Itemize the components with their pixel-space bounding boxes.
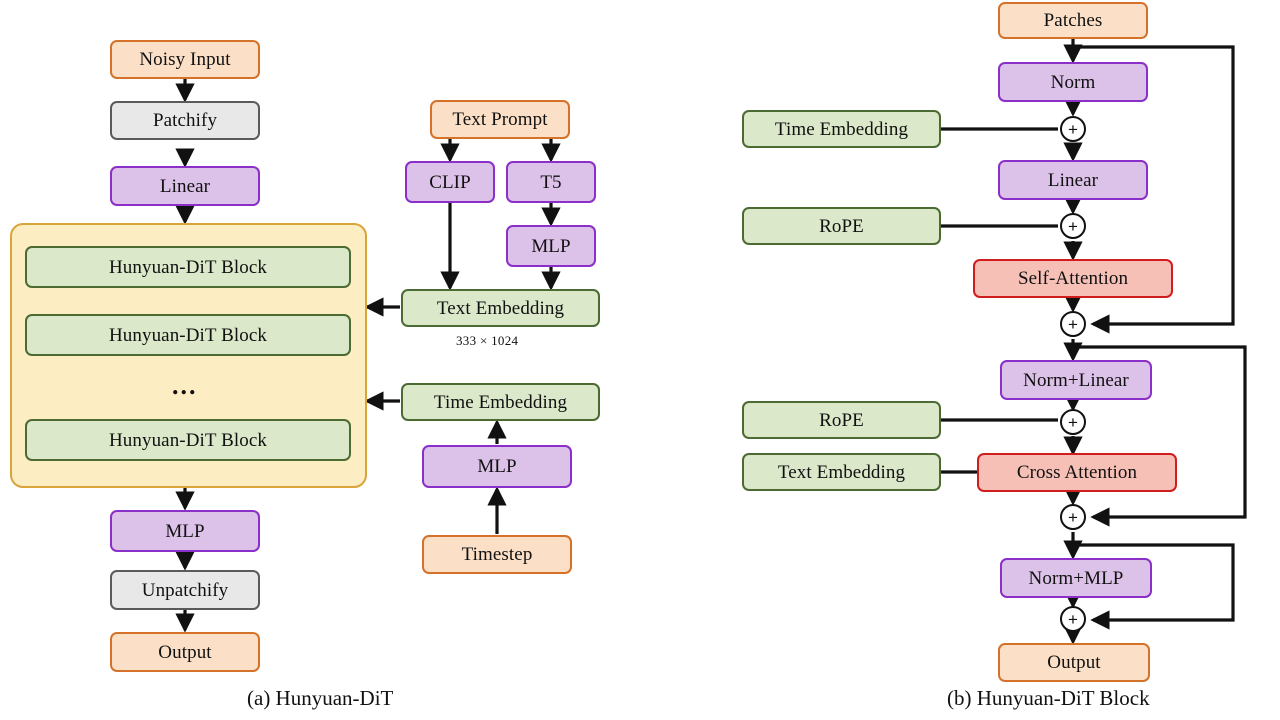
node-label: Norm	[1050, 71, 1096, 93]
node-patchify[interactable]: Patchify	[110, 101, 260, 140]
node-norm[interactable]: Norm	[998, 62, 1148, 102]
node-mlp-text[interactable]: MLP	[506, 225, 596, 267]
node-hunyuan-dit-block-n[interactable]: Hunyuan-DiT Block	[25, 419, 351, 461]
text-embedding-dimensions: 333 × 1024	[456, 333, 518, 349]
node-label: Self-Attention	[1017, 268, 1129, 289]
residual-add-3: +	[1060, 311, 1086, 337]
node-self-attention[interactable]: Self-Attention	[973, 259, 1173, 298]
node-norm-linear[interactable]: Norm+Linear	[1000, 360, 1152, 400]
dims-label: 333 × 1024	[456, 333, 519, 348]
node-text-embedding-b[interactable]: Text Embedding	[742, 453, 941, 491]
node-label: Linear	[1047, 169, 1099, 191]
node-mlp-out[interactable]: MLP	[110, 510, 260, 552]
node-cross-attention[interactable]: Cross Attention	[977, 453, 1177, 492]
node-label: Norm+MLP	[1028, 567, 1124, 589]
node-mlp-time[interactable]: MLP	[422, 445, 572, 488]
node-t5[interactable]: T5	[506, 161, 596, 203]
node-label: Unpatchify	[141, 579, 229, 601]
node-text-prompt[interactable]: Text Prompt	[430, 100, 570, 139]
node-hunyuan-dit-block-1[interactable]: Hunyuan-DiT Block	[25, 246, 351, 288]
caption-label: (b) Hunyuan-DiT Block	[947, 686, 1150, 710]
node-label: Norm+Linear	[1023, 369, 1129, 391]
node-label: Patches	[1043, 10, 1103, 31]
caption-panel-a: (a) Hunyuan-DiT	[247, 686, 393, 711]
node-label: Text Embedding	[436, 297, 565, 319]
ellipsis-label: ...	[172, 371, 198, 400]
node-unpatchify[interactable]: Unpatchify	[110, 570, 260, 610]
node-time-embedding-a[interactable]: Time Embedding	[401, 383, 600, 421]
plus-label: +	[1068, 507, 1078, 527]
node-label: Hunyuan-DiT Block	[108, 429, 268, 451]
node-label: Time Embedding	[433, 391, 568, 413]
node-timestep[interactable]: Timestep	[422, 535, 572, 574]
node-label: MLP	[165, 520, 205, 542]
node-rope-2[interactable]: RoPE	[742, 401, 941, 439]
node-label: T5	[540, 171, 562, 193]
blocks-ellipsis: ...	[172, 371, 198, 401]
node-label: Linear	[159, 175, 211, 197]
plus-label: +	[1068, 609, 1078, 629]
node-output-b[interactable]: Output	[998, 643, 1150, 682]
node-linear[interactable]: Linear	[110, 166, 260, 206]
node-output-a[interactable]: Output	[110, 632, 260, 672]
plus-label: +	[1068, 412, 1078, 432]
node-noisy-input[interactable]: Noisy Input	[110, 40, 260, 79]
residual-add-5: +	[1060, 504, 1086, 530]
residual-add-4: +	[1060, 409, 1086, 435]
residual-add-1: +	[1060, 116, 1086, 142]
caption-label: (a) Hunyuan-DiT	[247, 686, 394, 710]
node-label: Noisy Input	[139, 49, 231, 70]
node-hunyuan-dit-block-2[interactable]: Hunyuan-DiT Block	[25, 314, 351, 356]
node-patches[interactable]: Patches	[998, 2, 1148, 39]
node-label: Timestep	[461, 544, 533, 565]
node-label: MLP	[531, 235, 571, 257]
node-text-embedding-a[interactable]: Text Embedding	[401, 289, 600, 327]
node-label: Hunyuan-DiT Block	[108, 256, 268, 278]
node-label: Output	[1047, 652, 1101, 673]
node-norm-mlp[interactable]: Norm+MLP	[1000, 558, 1152, 598]
node-label: Output	[158, 641, 212, 663]
plus-label: +	[1068, 216, 1078, 236]
node-linear-b[interactable]: Linear	[998, 160, 1148, 200]
node-label: Patchify	[152, 110, 218, 131]
node-label: RoPE	[819, 409, 864, 431]
node-label: Text Prompt	[452, 109, 548, 130]
node-label: RoPE	[819, 215, 864, 237]
node-label: MLP	[477, 456, 517, 477]
node-label: Cross Attention	[1016, 462, 1138, 483]
node-clip[interactable]: CLIP	[405, 161, 495, 203]
node-label: CLIP	[429, 171, 471, 193]
caption-panel-b: (b) Hunyuan-DiT Block	[947, 686, 1150, 711]
node-label: Time Embedding	[774, 118, 909, 140]
residual-add-2: +	[1060, 213, 1086, 239]
node-label: Text Embedding	[777, 461, 906, 483]
node-time-embedding-b[interactable]: Time Embedding	[742, 110, 941, 148]
plus-label: +	[1068, 314, 1078, 334]
residual-add-6: +	[1060, 606, 1086, 632]
node-label: Hunyuan-DiT Block	[108, 324, 268, 346]
node-rope-1[interactable]: RoPE	[742, 207, 941, 245]
plus-label: +	[1068, 119, 1078, 139]
